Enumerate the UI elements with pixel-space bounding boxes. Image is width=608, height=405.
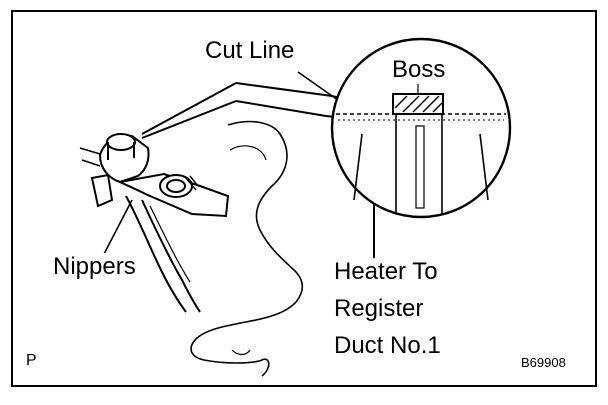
hand-outline [190,120,304,377]
corner-letter: P [26,352,37,369]
heater-label-line2: Register [334,295,424,323]
nippers-tool [79,133,230,313]
nippers-leader [103,199,133,255]
heater-label-line1: Heater To [334,258,438,286]
magnified-circle [330,37,512,219]
nippers-label: Nippers [53,253,136,281]
thumb-outline [231,349,251,356]
cut-line-label: Cut Line [205,37,295,65]
boss-label: Boss [392,56,446,84]
figure-frame [11,10,597,387]
figure-code: B69908 [521,355,566,370]
heater-label-line3: Duct No.1 [334,332,441,360]
hand-outline-inner [229,145,267,161]
